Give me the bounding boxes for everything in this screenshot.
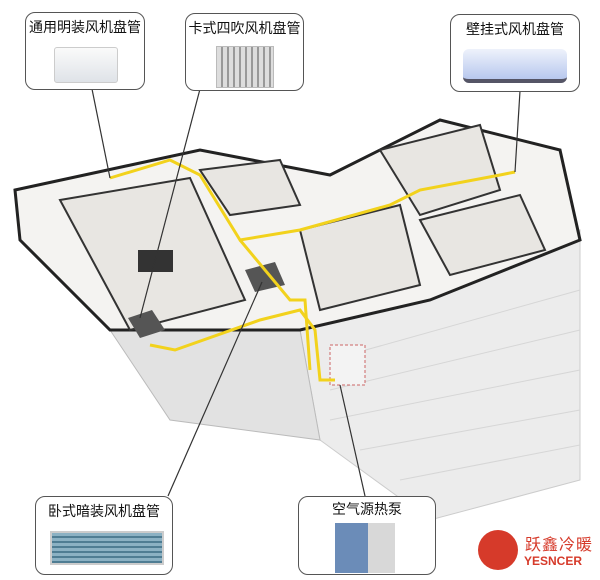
- ducted-fcu-image: [50, 531, 164, 565]
- label-heat-pump: 空气源热泵: [332, 502, 402, 518]
- wall-fcu-image: [463, 49, 567, 83]
- label-ducted-fcu: 卧式暗装风机盘管: [48, 504, 160, 520]
- leader-line: [91, 88, 111, 179]
- logo-emblem-icon: [478, 530, 518, 570]
- label-exposed-fcu: 通用明装风机盘管: [29, 20, 141, 36]
- logo-text-cn: 跃鑫冷暖: [525, 535, 594, 554]
- leader-line: [139, 88, 201, 319]
- cassette-unit: [128, 310, 165, 338]
- label-box-cassette-fcu: 卡式四吹风机盘管: [185, 13, 304, 91]
- heat-pump-image: [335, 523, 395, 573]
- leader-line: [514, 90, 521, 173]
- logo-text-en: YESNCER: [524, 554, 583, 568]
- label-box-exposed-fcu: 通用明装风机盘管: [25, 12, 145, 90]
- cassette-fcu-image: [216, 46, 274, 88]
- exposed-fcu-image: [54, 47, 118, 83]
- room-bath: [198, 158, 302, 217]
- label-box-wall-fcu: 壁挂式风机盘管: [450, 14, 580, 92]
- label-box-ducted-fcu: 卧式暗装风机盘管: [35, 496, 173, 575]
- leader-line: [167, 281, 263, 497]
- leader-line: [339, 384, 366, 497]
- label-box-heat-pump: 空气源热泵: [298, 496, 436, 575]
- pipe: [149, 308, 335, 382]
- brand-logo: 跃鑫冷暖 YESNCER: [478, 528, 598, 576]
- room-kitchen: [298, 203, 422, 312]
- room-right2: [418, 193, 547, 277]
- room-right: [378, 123, 502, 217]
- pipe: [238, 239, 312, 371]
- label-wall-fcu: 壁挂式风机盘管: [466, 22, 564, 38]
- building-balcony: [109, 329, 321, 441]
- heat-pump: [329, 344, 366, 386]
- ducted-unit: [245, 262, 285, 292]
- label-cassette-fcu: 卡式四吹风机盘管: [188, 21, 301, 37]
